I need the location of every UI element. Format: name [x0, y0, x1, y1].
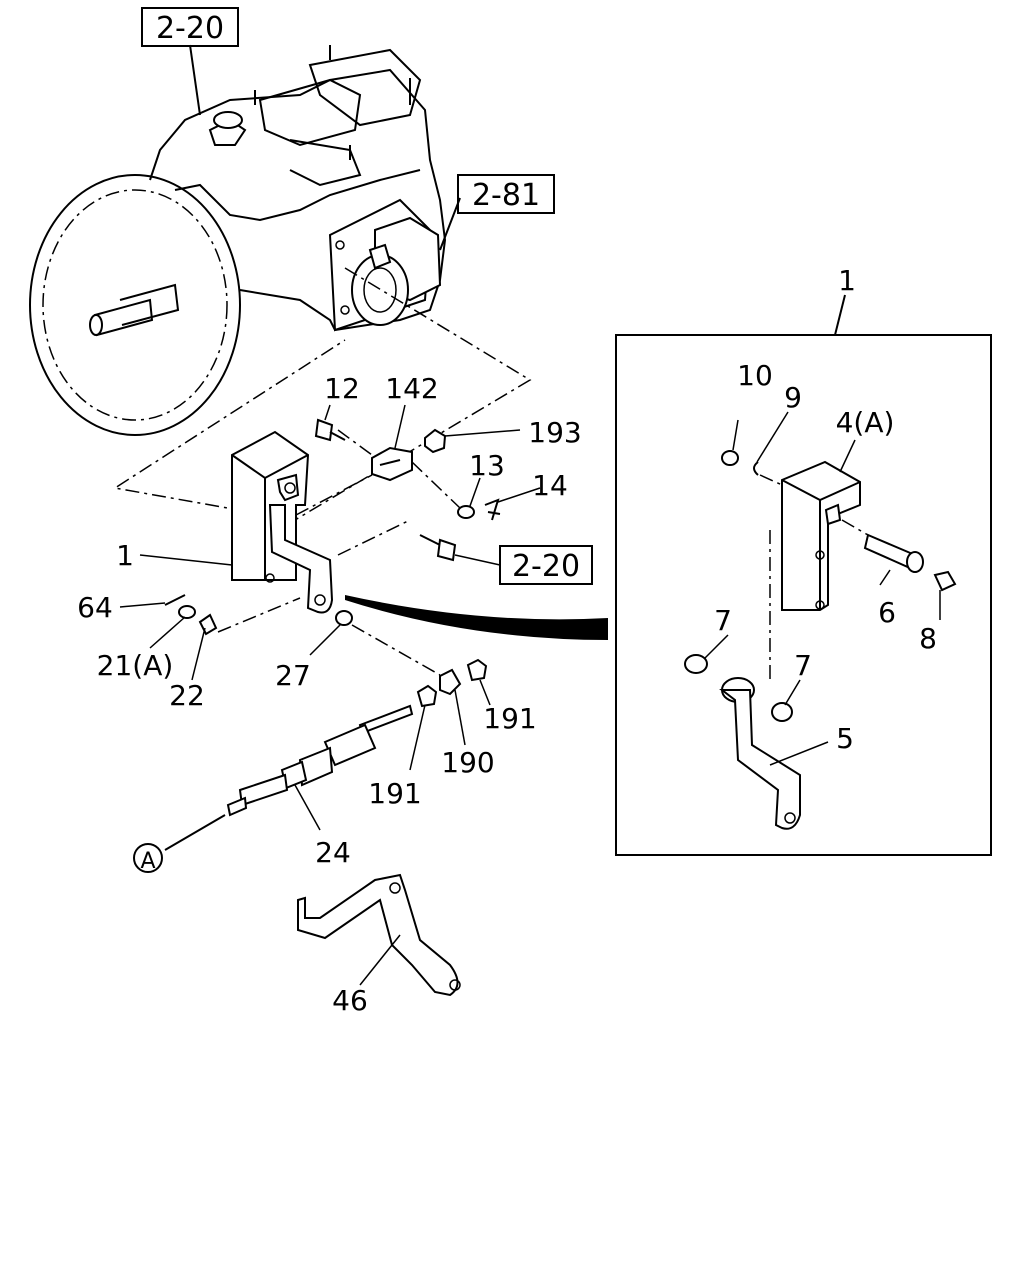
transmission-housing — [29, 45, 447, 436]
detail-bushing-7-right — [771, 702, 793, 722]
label-4a: 4(A) — [836, 406, 895, 439]
bushing-27 — [335, 610, 353, 626]
label-a: A — [140, 849, 155, 874]
washer-13 — [457, 505, 475, 519]
washer-21a — [178, 605, 196, 619]
label-1-main: 1 — [116, 539, 134, 572]
label-21a: 21(A) — [97, 649, 174, 682]
pedal-46 — [297, 873, 459, 997]
label-142: 142 — [385, 372, 438, 405]
label-12: 12 — [324, 372, 360, 405]
ref-top-text: 2-20 — [156, 11, 224, 46]
label-7-left: 7 — [714, 604, 732, 637]
nut-191-right — [466, 658, 488, 682]
bolt-12 — [314, 418, 346, 442]
bushing-142 — [371, 446, 413, 482]
label-191-right: 191 — [483, 702, 536, 735]
label-46: 46 — [332, 984, 368, 1017]
label-193: 193 — [528, 416, 581, 449]
label-1-detail: 1 — [838, 264, 856, 297]
label-10: 10 — [737, 359, 773, 392]
detail-nut-8 — [933, 570, 957, 592]
label-7-right: 7 — [794, 649, 812, 682]
label-9: 9 — [784, 381, 802, 414]
detail-box — [615, 334, 992, 856]
ref-right-leader — [439, 197, 461, 251]
ref-bolt-text: 2-20 — [512, 549, 580, 584]
detail-washer-10 — [721, 450, 739, 466]
ref-right-text: 2-81 — [472, 178, 540, 213]
joint-190 — [439, 668, 462, 696]
cotter-64 — [164, 594, 186, 606]
ref-box-top: 2-20 — [141, 7, 239, 47]
label-24: 24 — [315, 836, 351, 869]
label-13: 13 — [469, 449, 505, 482]
pin-14 — [484, 498, 501, 521]
detail-clip-9 — [753, 461, 759, 476]
label-6: 6 — [878, 596, 896, 629]
detail-bracket-4a — [781, 460, 861, 611]
label-14: 14 — [532, 469, 568, 502]
detail-pin-6 — [863, 533, 924, 573]
detail-lever-5 — [719, 677, 801, 830]
label-64: 64 — [77, 591, 113, 624]
callout-a-circle — [133, 843, 163, 873]
nut-193 — [424, 428, 447, 454]
detail-bushing-7-left — [684, 654, 708, 674]
cable-24 — [164, 704, 414, 851]
ref-top-leader — [189, 44, 201, 116]
label-8: 8 — [919, 622, 937, 655]
nut-191-left — [416, 684, 438, 708]
label-22: 22 — [169, 679, 205, 712]
label-191-left: 191 — [368, 777, 421, 810]
label-5: 5 — [836, 722, 854, 755]
bolt-2-20 — [419, 534, 457, 562]
ref-box-right: 2-81 — [457, 174, 555, 214]
bracket-assembly — [231, 430, 334, 614]
clip-22 — [198, 613, 218, 636]
detail-arrow — [345, 595, 608, 640]
label-27: 27 — [275, 659, 311, 692]
ref-box-bolt: 2-20 — [499, 545, 593, 585]
label-190: 190 — [441, 746, 494, 779]
